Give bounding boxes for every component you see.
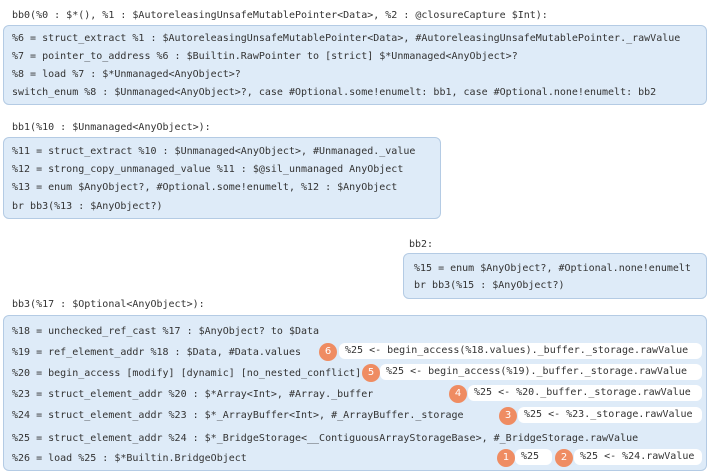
annotation-step-3: %25 <- %23._storage.rawValue bbox=[518, 407, 702, 423]
bb2-line-1: %15 = enum $AnyObject?, #Optional.none!e… bbox=[414, 263, 691, 274]
bb0-header: bb0(%0 : $*(), %1 : $AutoreleasingUnsafe… bbox=[12, 10, 548, 21]
bb3-line-3: %20 = begin_access [modify] [dynamic] [n… bbox=[12, 368, 362, 379]
bb3-line-5: %24 = struct_element_addr %23 : $*_Array… bbox=[12, 410, 464, 421]
bb0-line-3: %8 = load %7 : $*Unmanaged<AnyObject>? bbox=[12, 69, 241, 80]
bb3-line-7: %26 = load %25 : $*Builtin.BridgeObject bbox=[12, 453, 247, 464]
annotation-step-1: %25 bbox=[515, 449, 552, 465]
step-badge-1: 1 bbox=[497, 449, 515, 467]
bb1-line-1: %11 = struct_extract %10 : $Unmanaged<An… bbox=[12, 146, 416, 157]
bb3-block: %18 = unchecked_ref_cast %17 : $AnyObjec… bbox=[3, 315, 707, 471]
bb1-line-2: %12 = strong_copy_unmanaged_value %11 : … bbox=[12, 164, 404, 175]
step-badge-6: 6 bbox=[319, 343, 337, 361]
bb1-header: bb1(%10 : $Unmanaged<AnyObject>): bbox=[12, 122, 211, 133]
bb3-line-1: %18 = unchecked_ref_cast %17 : $AnyObjec… bbox=[12, 326, 320, 337]
bb3-line-6: %25 = struct_element_addr %24 : $*_Bridg… bbox=[12, 433, 639, 444]
annotation-step-4: %25 <- %20._buffer._storage.rawValue bbox=[468, 385, 702, 401]
bb1-line-4: br bb3(%13 : $AnyObject?) bbox=[12, 201, 163, 212]
bb0-line-4: switch_enum %8 : $Unmanaged<AnyObject>?,… bbox=[12, 87, 657, 98]
bb1-line-3: %13 = enum $AnyObject?, #Optional.some!e… bbox=[12, 182, 398, 193]
annotation-step-2: %25 <- %24.rawValue bbox=[574, 449, 702, 465]
step-badge-5: 5 bbox=[362, 364, 380, 382]
step-badge-2: 2 bbox=[555, 449, 573, 467]
bb0-line-1: %6 = struct_extract %1 : $AutoreleasingU… bbox=[12, 33, 681, 44]
bb0-line-2: %7 = pointer_to_address %6 : $Builtin.Ra… bbox=[12, 51, 518, 62]
annotation-step-5: %25 <- begin_access(%19)._buffer._storag… bbox=[380, 364, 702, 380]
annotation-step-6: %25 <- begin_access(%18.values)._buffer.… bbox=[339, 343, 702, 359]
bb2-block: %15 = enum $AnyObject?, #Optional.none!e… bbox=[403, 253, 707, 299]
bb0-block: %6 = struct_extract %1 : $AutoreleasingU… bbox=[3, 25, 707, 105]
bb3-line-4: %23 = struct_element_addr %20 : $*Array<… bbox=[12, 389, 374, 400]
bb3-header: bb3(%17 : $Optional<AnyObject>): bbox=[12, 299, 205, 310]
step-badge-4: 4 bbox=[449, 385, 467, 403]
bb2-header: bb2: bbox=[409, 239, 434, 250]
bb2-line-2: br bb3(%15 : $AnyObject?) bbox=[414, 280, 565, 291]
step-badge-3: 3 bbox=[499, 407, 517, 425]
bb1-block: %11 = struct_extract %10 : $Unmanaged<An… bbox=[3, 137, 441, 219]
bb3-line-2: %19 = ref_element_addr %18 : $Data, #Dat… bbox=[12, 347, 301, 358]
